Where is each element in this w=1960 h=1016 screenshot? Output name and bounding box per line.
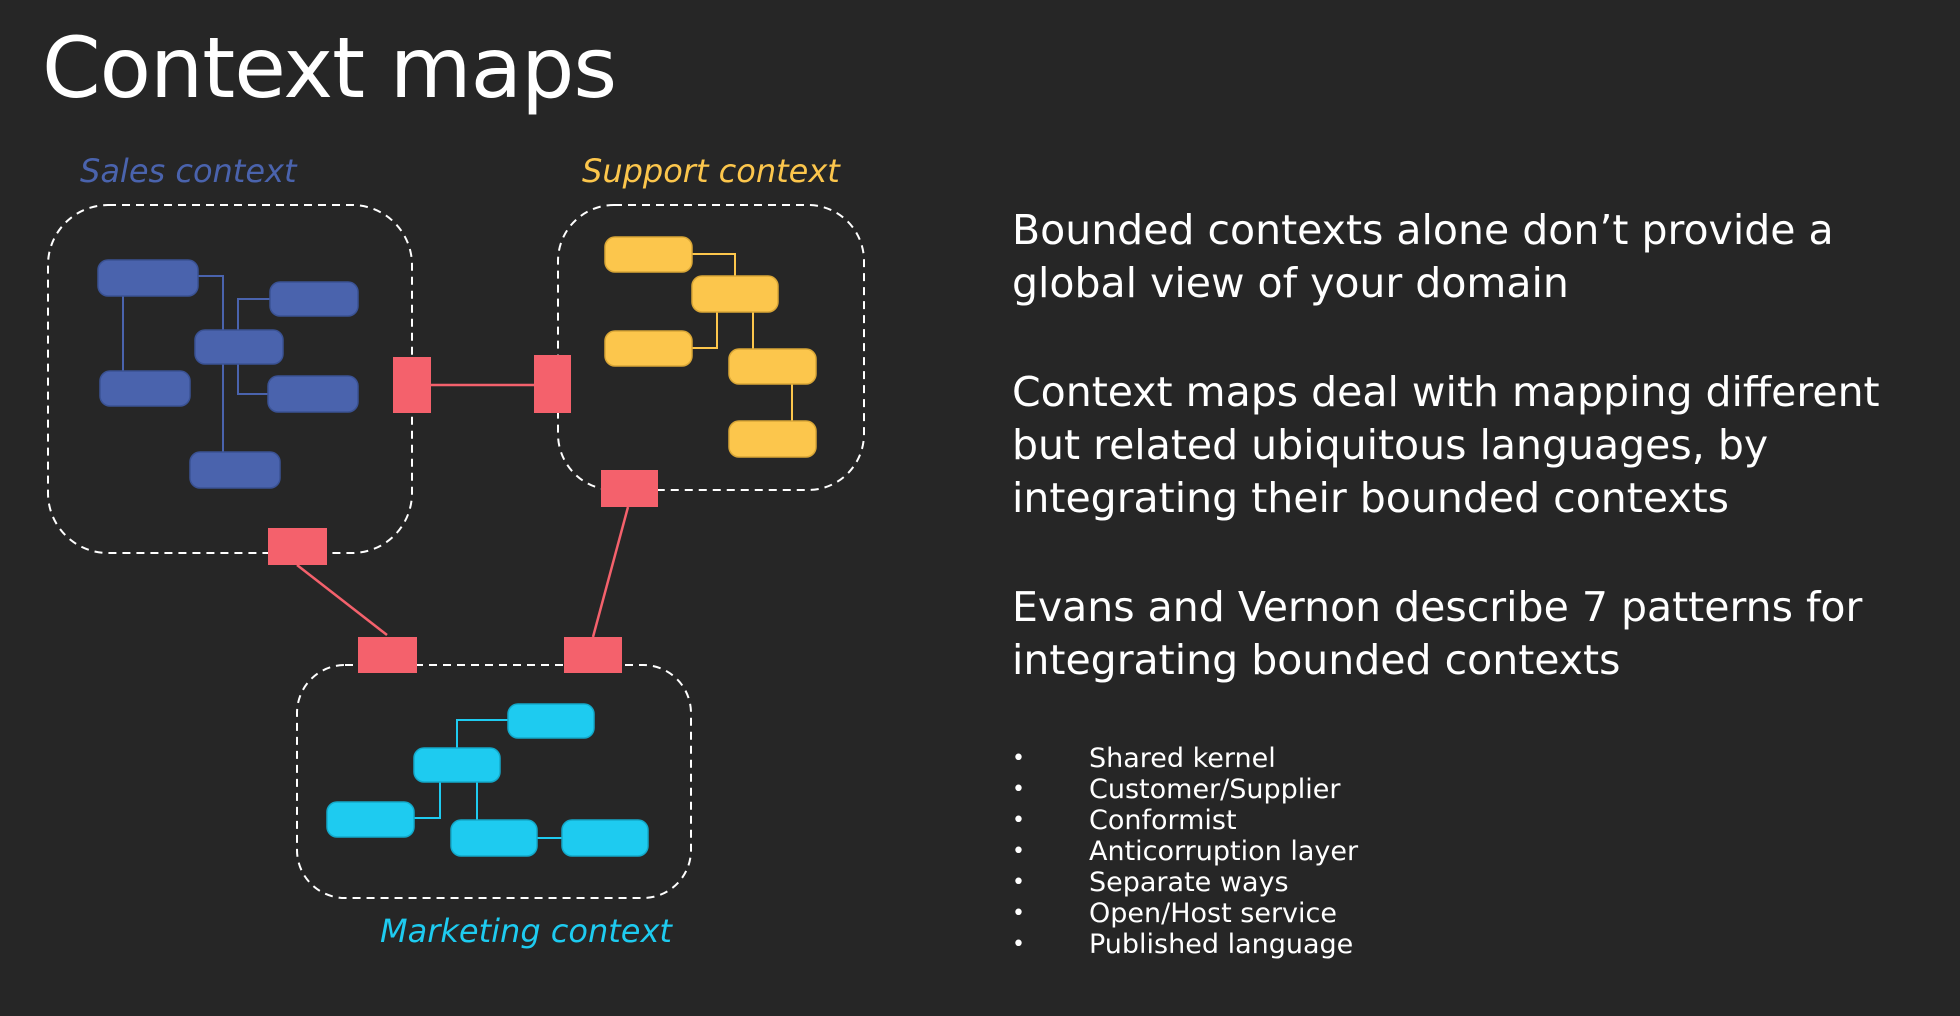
marketing-context-boundary [296,664,692,899]
support-entity [604,330,693,367]
support-marketing-link [591,506,630,638]
marketing-tree-line [414,782,441,819]
support-entity [728,420,817,458]
paragraph-context-maps: Context maps deal with mapping different… [1012,366,1942,525]
support-tree-lines [692,253,793,421]
support-context-label: Support context [582,152,841,190]
marketing-entity [450,819,538,857]
paragraph-line: Bounded contexts alone don’t provide a [1012,206,1834,254]
marketing-entity [507,703,595,739]
pattern-label: Separate ways [1089,867,1289,898]
support-context-boundary [557,204,865,491]
marketing-entity [413,747,501,783]
marketing-sales-integration-point [358,637,417,673]
pattern-item: • Shared kernel [1012,743,1942,774]
paragraph-global-view: Bounded contexts alone don’t provide a g… [1012,204,1942,310]
bullet-icon: • [1012,839,1025,864]
support-entity [691,275,779,313]
pattern-item: • Published language [1012,929,1942,960]
paragraph-line: integrating bounded contexts [1012,636,1621,684]
bullet-icon: • [1012,932,1025,957]
page-title: Context maps [42,19,617,117]
sales-context-label: Sales context [80,152,298,190]
marketing-entity [326,801,415,838]
pattern-list: • Shared kernel • Customer/Supplier • Confo… [1012,743,1942,960]
marketing-tree-lines [414,719,562,839]
sales-support-integration-point [393,357,431,413]
sales-entity [189,451,281,489]
marketing-support-integration-point [564,637,622,673]
paragraph-line: but related ubiquitous languages, by [1012,421,1769,469]
marketing-context: Marketing context [296,664,692,950]
bullet-icon: • [1012,746,1025,771]
context-map-diagram: Sales context Support context Market [47,152,865,950]
sales-entity [99,370,191,407]
paragraph-line: Context maps deal with mapping different [1012,368,1880,416]
pattern-label: Published language [1089,929,1354,960]
bullet-icon: • [1012,901,1025,926]
sales-tree-line [237,298,270,330]
support-entity [604,236,693,273]
pattern-label: Open/Host service [1089,898,1337,929]
sales-tree-line [237,364,268,395]
integration-points [268,355,658,673]
bullet-icon: • [1012,777,1025,802]
text-panel: Bounded contexts alone don’t provide a g… [1012,204,1942,960]
sales-tree-line [198,275,224,330]
pattern-item: • Open/Host service [1012,898,1942,929]
support-sales-integration-point [534,355,571,413]
paragraph-patterns-intro: Evans and Vernon describe 7 patterns for… [1012,581,1942,687]
sales-entity [269,281,359,317]
sales-marketing-integration-point [268,528,327,565]
paragraph-line: Evans and Vernon describe 7 patterns for [1012,583,1863,631]
marketing-tree-line [456,719,508,748]
sales-context: Sales context [47,152,413,554]
paragraph-line: global view of your domain [1012,259,1569,307]
pattern-label: Conformist [1089,805,1237,836]
support-context: Support context [557,152,865,491]
sales-marketing-link [296,564,388,636]
marketing-entity [561,819,649,857]
pattern-label: Customer/Supplier [1089,774,1341,805]
support-tree-line [692,312,718,349]
marketing-context-label: Marketing context [380,912,673,950]
pattern-item: • Anticorruption layer [1012,836,1942,867]
connector-lines [296,383,630,638]
pattern-item: • Customer/Supplier [1012,774,1942,805]
sales-entity [194,329,284,365]
support-tree-line [692,253,736,276]
pattern-label: Anticorruption layer [1089,836,1359,867]
bullet-icon: • [1012,870,1025,895]
pattern-item: • Conformist [1012,805,1942,836]
paragraph-line: integrating their bounded contexts [1012,474,1730,522]
sales-entity [97,259,199,297]
sales-entity [267,375,359,413]
bullet-icon: • [1012,808,1025,833]
pattern-item: • Separate ways [1012,867,1942,898]
support-entity [728,348,817,385]
support-marketing-integration-point [601,470,658,507]
sales-tree-lines [122,275,270,452]
pattern-label: Shared kernel [1089,743,1276,774]
